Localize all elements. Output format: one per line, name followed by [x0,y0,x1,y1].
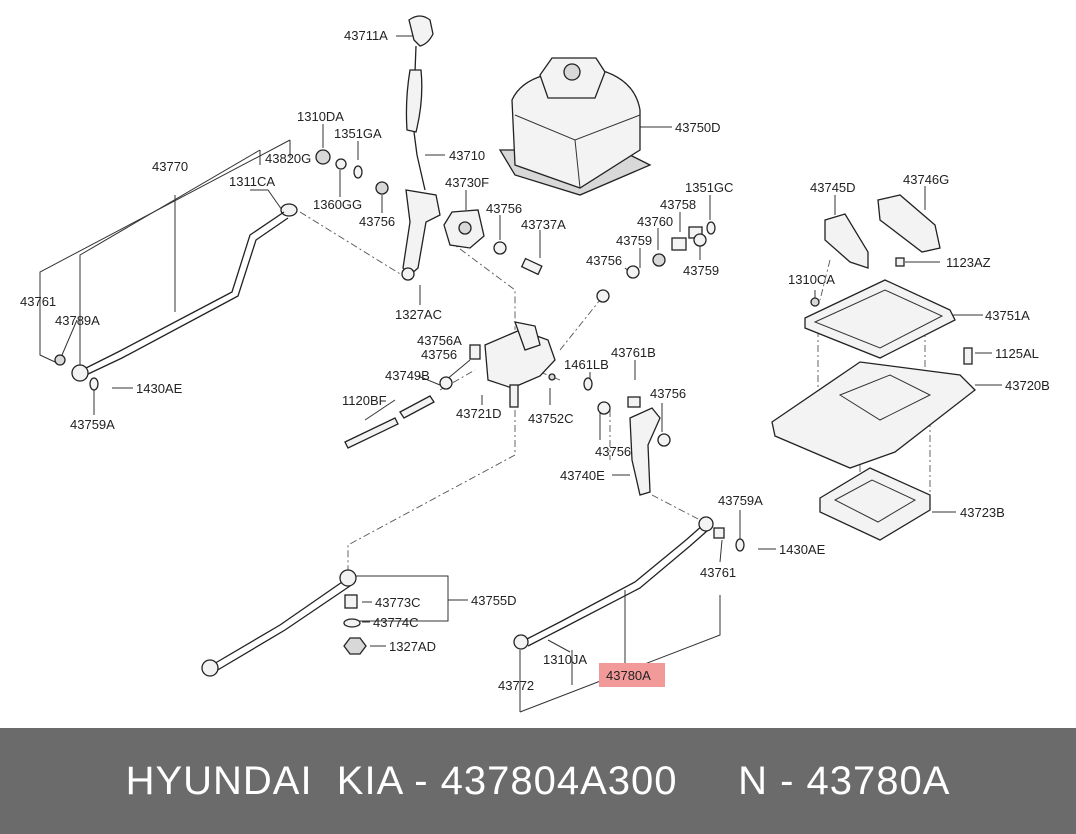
label-43756-mid: 43756 [586,253,622,268]
label-43756-center: 43756 [421,347,457,362]
label-1123AZ: 1123AZ [946,255,991,270]
highlight-box [599,663,665,687]
label-43820G: 43820G [265,151,311,166]
shift-cable-43755D [201,569,367,677]
label-43760: 43760 [637,214,673,229]
label-1430AE-right: 1430AE [779,542,826,557]
label-43745D: 43745D [810,180,856,195]
shift-cable-43780A [513,516,745,650]
label-43749B: 43749B [385,368,430,383]
label-43723B: 43723B [960,505,1005,520]
label-43758: 43758 [660,197,696,212]
label-43761B: 43761B [611,345,656,360]
base-plates [771,194,976,541]
label-1351GA: 1351GA [334,126,382,141]
label-1310DA: 1310DA [297,109,344,124]
label-1310CA: 1310CA [788,272,835,287]
part-number-footer: HYUNDAI KIA - 437804A300 N - 43780A [0,728,1076,834]
label-1311CA: 1311CA [229,174,275,189]
label-43780A-highlighted: 43780A [606,668,651,683]
label-43761-right: 43761 [700,565,736,580]
exploded-parts-diagram: 43711A 43750D 1310DA 1351GA 43770 43820G… [20,15,1050,713]
label-43756A: 43756A [417,333,462,348]
label-43737A: 43737A [521,217,566,232]
label-43710: 43710 [449,148,485,163]
label-1351GC: 1351GC [685,180,733,195]
shift-cable-43770 [54,211,289,391]
label-43759A-right: 43759A [718,493,763,508]
lever-43740E [597,396,671,496]
label-1461LB: 1461LB [564,357,609,372]
label-43752C: 43752C [528,411,574,426]
shift-boot [498,57,652,196]
label-43755D: 43755D [471,593,517,608]
label-43789A: 43789A [55,313,100,328]
label-43751A: 43751A [985,308,1030,323]
label-43711A: 43711A [344,28,388,43]
label-43759A-left: 43759A [70,417,115,432]
shift-bracket-43721D [344,321,593,449]
label-1120BF: 1120BF [342,393,387,408]
label-43773C: 43773C [375,595,421,610]
label-43759-left: 43759 [616,233,652,248]
label-43770: 43770 [152,159,188,174]
label-43761-left: 43761 [20,294,56,309]
label-1360GG: 1360GG [313,197,362,212]
label-1430AE-left: 1430AE [136,381,183,396]
label-1327AC: 1327AC [395,307,442,322]
label-1327AD: 1327AD [389,639,436,654]
gear-lever-assembly [401,15,441,281]
label-43720B: 43720B [1005,378,1050,393]
label-43756-upper: 43756 [359,214,395,229]
label-43740E: 43740E [560,468,605,483]
label-43774C: 43774C [373,615,419,630]
label-43746G: 43746G [903,172,949,187]
label-43759-right: 43759 [683,263,719,278]
label-43750D: 43750D [675,120,721,135]
label-1125AL: 1125AL [995,346,1039,361]
part-number-text: HYUNDAI KIA - 437804A300 N - 43780A [125,758,951,803]
label-43721D: 43721D [456,406,502,421]
upper-fasteners [280,149,716,303]
label-43730F: 43730F [445,175,489,190]
label-43756-bracket: 43756 [486,201,522,216]
label-43756-lower: 43756 [595,444,631,459]
alignment-lines [299,211,931,572]
label-1310JA: 1310JA [543,652,587,667]
part-labels: 43711A 43750D 1310DA 1351GA 43770 43820G… [20,28,1050,693]
label-43772: 43772 [498,678,534,693]
label-43756-lever: 43756 [650,386,686,401]
